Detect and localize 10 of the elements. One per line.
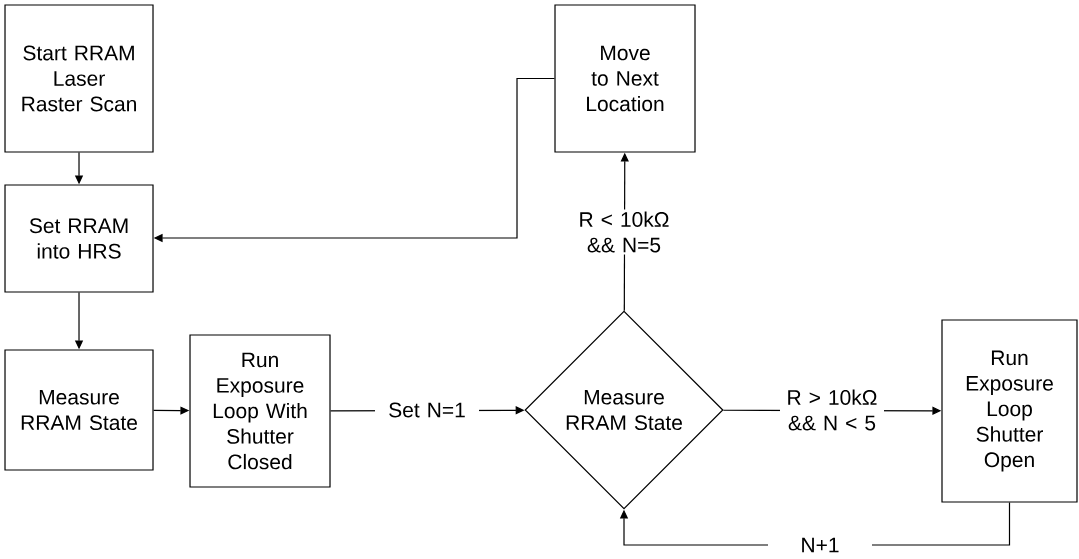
edge-label: N+1	[768, 535, 872, 555]
edge-label: R < 10kΩ && N=5	[572, 209, 676, 255]
process-box: Run Exposure Loop With Shutter Closed	[189, 334, 331, 488]
process-box: Set RRAM into HRS	[4, 184, 154, 293]
edge-label: Set N=1	[375, 400, 479, 420]
process-box: Run Exposure Loop Shutter Open	[941, 319, 1078, 503]
edge-label: R > 10kΩ && N < 5	[780, 387, 884, 433]
process-box: Move to Next Location	[554, 4, 696, 153]
process-box: Measure RRAM State	[4, 349, 154, 471]
process-box: Start RRAM Laser Raster Scan	[4, 4, 154, 153]
